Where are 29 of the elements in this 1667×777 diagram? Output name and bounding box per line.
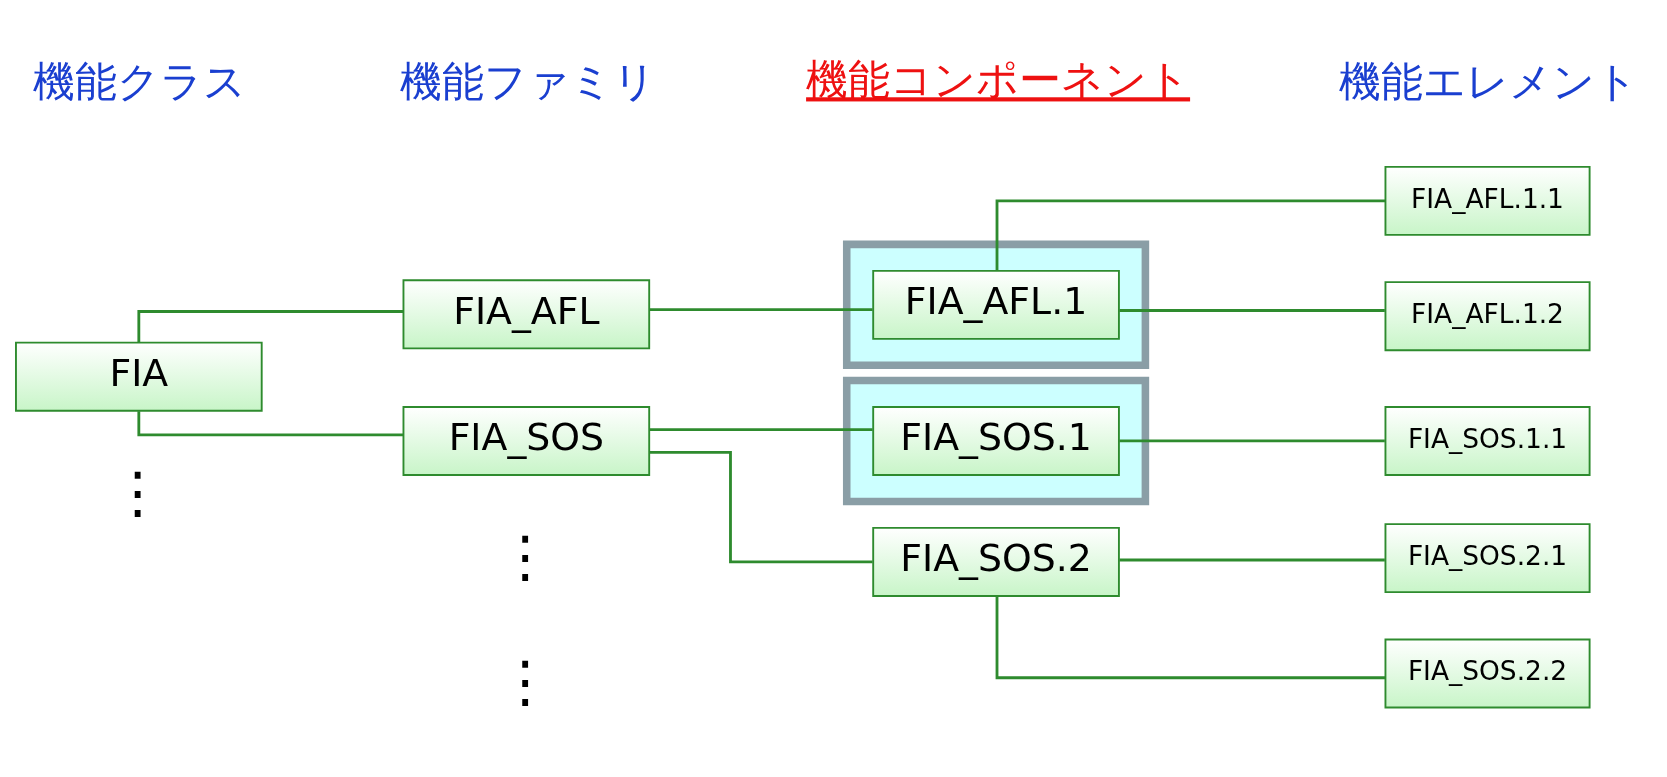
- node-box: FIA: [15, 341, 263, 412]
- connector: [649, 450, 873, 564]
- label: 機能ファミリ: [399, 57, 656, 107]
- label: 機能コンポーネント: [806, 55, 1191, 105]
- connector: [995, 199, 1386, 271]
- node-box: FIA_AFL: [402, 279, 651, 350]
- node-box: FIA_AFL.1.2: [1384, 281, 1591, 352]
- connector: [995, 596, 1386, 680]
- label: ⋮: [497, 523, 554, 590]
- node-box: FIA_SOS.2.1: [1384, 523, 1591, 594]
- label: ⋮: [497, 647, 554, 714]
- node-box: FIA_SOS.2: [872, 526, 1120, 597]
- node-box: FIA_SOS: [402, 406, 651, 476]
- node-box: FIA_AFL.1: [872, 269, 1120, 340]
- node-box: FIA_SOS.2.2: [1384, 638, 1591, 709]
- connector: [1119, 309, 1385, 312]
- connector: [137, 310, 404, 343]
- node-box: FIA_SOS.1.1: [1384, 406, 1591, 476]
- node-box: FIA_SOS.1: [872, 406, 1120, 476]
- connector: [1119, 558, 1385, 562]
- connector: [649, 428, 873, 432]
- node-box: FIA_AFL.1.1: [1384, 165, 1591, 236]
- connector: [649, 308, 873, 311]
- label: 機能エレメント: [1339, 57, 1639, 107]
- connector: [1119, 439, 1385, 443]
- label: ⋮: [109, 458, 167, 525]
- label: 機能クラス: [32, 57, 246, 107]
- cluster: [842, 376, 1150, 506]
- cluster: [842, 240, 1150, 370]
